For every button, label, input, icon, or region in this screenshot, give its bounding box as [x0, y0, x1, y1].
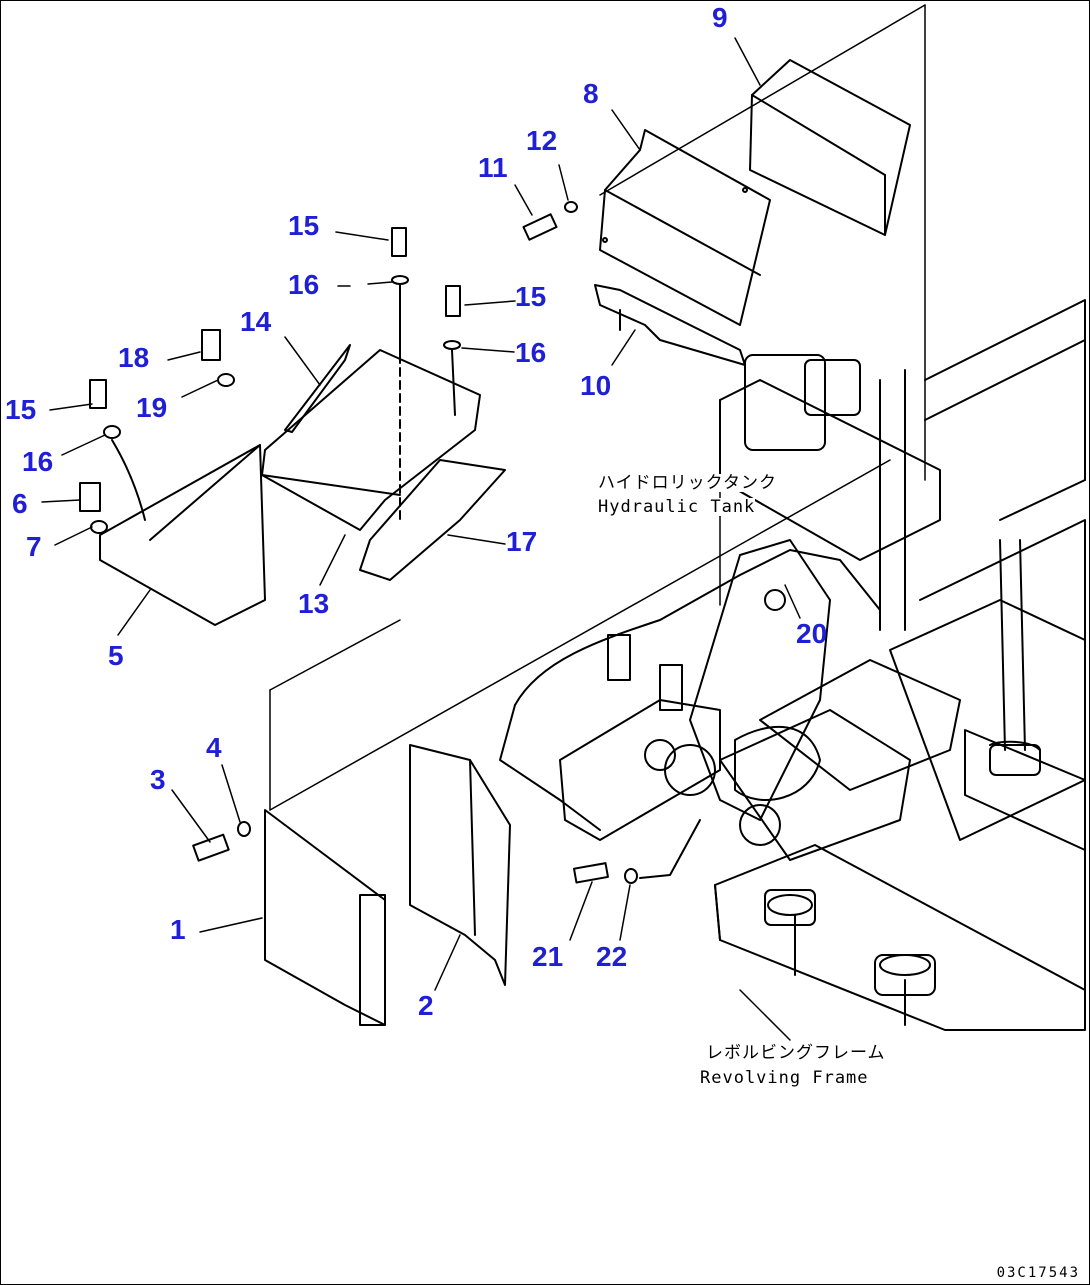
callout-3: 3	[150, 764, 166, 795]
revolving-frame-label-en: Revolving Frame	[700, 1068, 869, 1088]
part-14-stay	[284, 344, 351, 433]
callout-11: 11	[478, 152, 508, 183]
hydraulic-tank-label-en: Hydraulic Tank	[598, 497, 756, 517]
callout-15-top: 15	[288, 210, 320, 241]
revolving-frame-label-jp: レボルビングフレーム	[706, 1043, 886, 1063]
callout-16-left: 16	[22, 446, 54, 477]
part-21-22-bolt-washer	[573, 819, 701, 884]
callout-6: 6	[12, 488, 28, 519]
hydraulic-tank-label-jp: ハイドロリックタンク	[598, 473, 777, 493]
callout-9: 9	[712, 2, 728, 33]
part-3-4-bolt-washer	[192, 821, 251, 862]
part-17-plate	[359, 459, 506, 581]
callout-13: 13	[298, 588, 330, 619]
callout-2: 2	[418, 990, 434, 1021]
revolving-frame-outline	[499, 539, 1086, 861]
callout-12: 12	[526, 125, 558, 156]
callout-18: 18	[118, 342, 150, 373]
callout-16-top: 16	[288, 269, 320, 300]
callout-20: 20	[796, 618, 828, 649]
part-11-12-bolt-washer	[522, 201, 578, 241]
right-frame-structure	[919, 299, 1086, 1011]
callout-15-mid: 15	[515, 281, 547, 312]
part-2-cover	[409, 744, 511, 986]
callout-19: 19	[136, 392, 168, 423]
part-10-bracket	[594, 284, 746, 366]
part-9-cover	[749, 59, 911, 236]
callout-5: 5	[108, 640, 124, 671]
part-8-plate	[599, 129, 771, 326]
callout-17: 17	[506, 526, 538, 557]
callout-22: 22	[596, 941, 628, 972]
callout-14: 14	[240, 306, 272, 337]
callout-21: 21	[532, 941, 564, 972]
reference-lines	[269, 4, 926, 811]
callout-16-mid: 16	[515, 337, 547, 368]
lower-frame-beam	[714, 729, 1086, 1031]
part-13-cover	[261, 349, 481, 531]
callout-7: 7	[26, 531, 42, 562]
part-15-16-bolts	[79, 227, 461, 534]
part-5-plate	[99, 444, 266, 626]
callout-10: 10	[580, 370, 612, 401]
callout-8: 8	[583, 78, 599, 109]
callout-1: 1	[170, 914, 186, 945]
leader-lines	[41, 37, 801, 1041]
callout-15-left: 15	[5, 394, 37, 425]
part-1-panel	[264, 809, 386, 1026]
callout-4: 4	[206, 732, 222, 763]
drawing-code: 03C17543	[996, 1265, 1080, 1281]
